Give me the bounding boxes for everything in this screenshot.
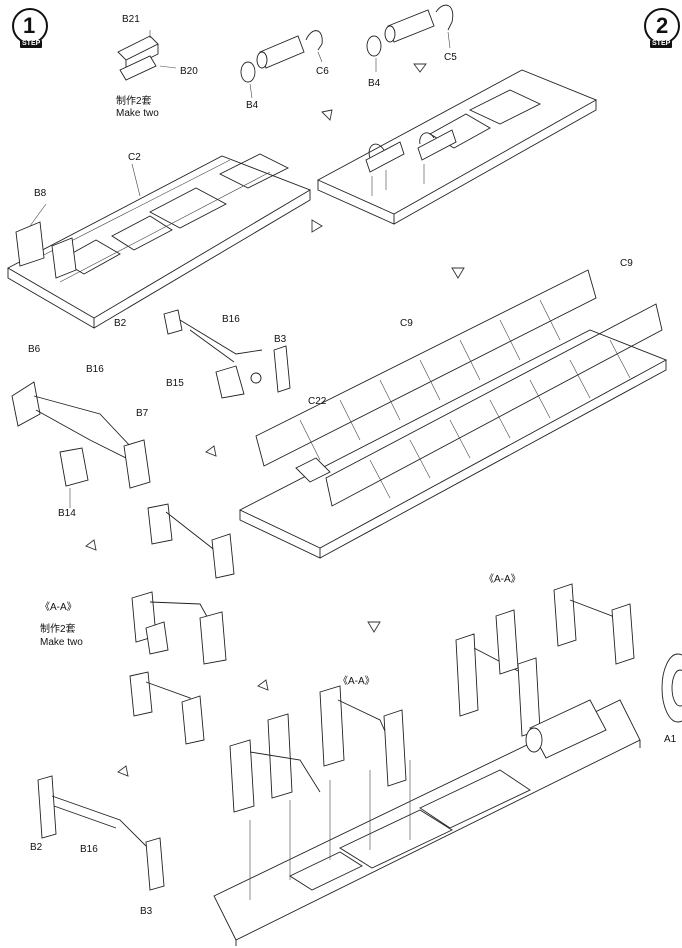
step-1-tag: STEP (20, 40, 43, 48)
label-b16-left: B16 (86, 364, 104, 375)
label-c5: C5 (444, 52, 457, 63)
arrow-right-icon (311, 219, 323, 233)
arrow-down-icon (321, 109, 333, 121)
parts-b6-b16-b7-b14-drawing (11, 381, 151, 508)
label-b14: B14 (58, 508, 76, 519)
parts-b2-b16-b3-b15-drawing (163, 309, 291, 399)
parts-bottom-b2-b16-b3-drawing (37, 775, 165, 891)
label-b16-bottom: B16 (80, 844, 98, 855)
label-c9-top: C9 (620, 258, 633, 269)
step-2-tag: STEP (650, 40, 673, 48)
label-a1: A1 (664, 734, 677, 745)
arrow-down-icon (367, 621, 381, 633)
label-b8: B8 (34, 188, 47, 199)
label-c9-mid: C9 (400, 318, 413, 329)
label-aa-right: 《A-A》 (484, 574, 521, 585)
part-b21-b20-drawing (117, 30, 177, 81)
label-b15: B15 (166, 378, 184, 389)
label-c22: C22 (308, 396, 327, 407)
arrow-left-icon (257, 679, 269, 691)
step-1-number: 1 (23, 13, 36, 38)
frame-assemblies-drawing (129, 503, 235, 745)
label-c2: C2 (128, 152, 141, 163)
label-b2-mid: B2 (114, 318, 127, 329)
arrow-left-icon (85, 539, 97, 551)
label-b6: B6 (28, 344, 41, 355)
label-b7: B7 (136, 408, 149, 419)
hull-floor-c2-drawing (7, 153, 312, 329)
arrow-left-icon (117, 765, 129, 777)
label-b2-bottom: B2 (30, 842, 43, 853)
label-b20: B20 (180, 66, 198, 77)
step-2-number: 2 (656, 13, 669, 38)
arrow-down-icon (413, 63, 427, 73)
hull-sidewalls-c9-drawing (238, 269, 668, 559)
note-make-two-left-cn: 制作2套 (40, 624, 76, 635)
note-make-two-top-cn: 制作2套 (116, 96, 152, 107)
label-b16-mid: B16 (222, 314, 240, 325)
label-b3-mid: B3 (274, 334, 287, 345)
label-b21: B21 (122, 14, 140, 25)
part-b4-c6-left-drawing (240, 30, 323, 99)
hull-bottom-assembly-drawing (213, 583, 641, 946)
note-make-two-left-en: Make two (40, 637, 83, 648)
hull-floor-assembled-drawing (316, 69, 598, 225)
arrow-left-icon (205, 445, 217, 457)
label-aa-left: 《A-A》 (40, 602, 77, 613)
part-b4-c5-right-drawing (366, 4, 454, 72)
part-a1-wheel-drawing (661, 653, 682, 723)
label-b3-bottom: B3 (140, 906, 153, 917)
label-c6: C6 (316, 66, 329, 77)
label-aa-center: 《A-A》 (338, 676, 375, 687)
arrow-down-icon (451, 267, 465, 279)
label-b4-right: B4 (368, 78, 381, 89)
flow-arrows (85, 63, 465, 777)
label-b4-left: B4 (246, 100, 259, 111)
note-make-two-top-en: Make two (116, 108, 159, 119)
